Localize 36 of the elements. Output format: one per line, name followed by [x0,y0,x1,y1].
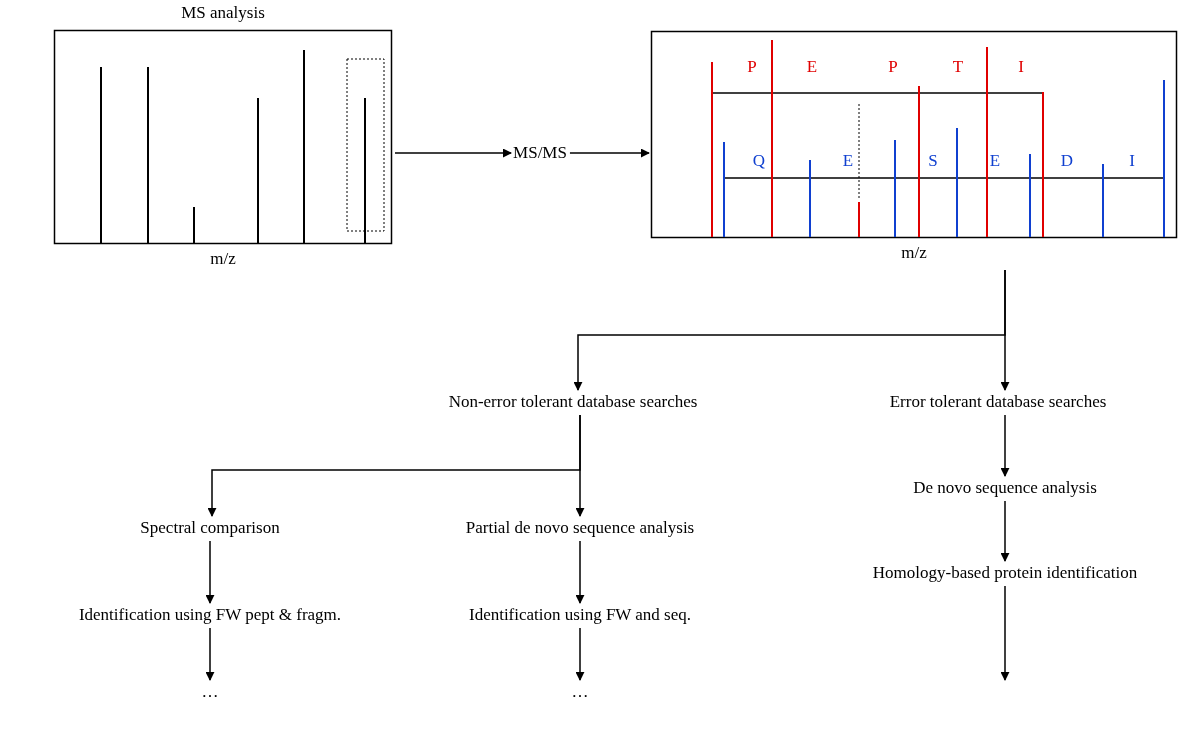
step-label: … [571,682,589,702]
amino-acid-letter: Q [752,151,766,171]
arrow [205,627,215,681]
amino-acid-letter: E [842,151,854,171]
step-label: Identification using FW and seq. [468,605,692,625]
step-label: Spectral comparison [140,518,280,538]
step-label: Partial de novo sequence analysis [465,518,695,538]
arrow [205,540,215,604]
amino-acid-letter: S [928,151,938,171]
step-label: Non-error tolerant database searches [448,392,698,412]
arrow [1000,269,1010,391]
amino-acid-letter: I [1018,57,1024,77]
arrow [1000,585,1010,681]
arrow [1000,414,1010,477]
step-label: De novo sequence analysis [913,478,1097,498]
arrow [575,540,585,604]
step-label: Error tolerant database searches [889,392,1107,412]
arrow [569,148,650,158]
amino-acid-letter: I [1129,151,1135,171]
axis-label: m/z [901,243,927,263]
amino-acid-letter: T [952,57,964,77]
amino-acid-letter: P [747,57,757,77]
amino-acid-letter: E [989,151,1001,171]
step-label: … [201,682,219,702]
amino-acid-letter: P [888,57,898,77]
step-label: Homology-based protein identification [872,563,1138,583]
arrow [575,627,585,681]
amino-acid-letter: D [1060,151,1074,171]
amino-acid-letter: E [806,57,818,77]
step-label: MS/MS [513,143,567,163]
arrow [1000,500,1010,562]
step-label: Identification using FW pept & fragm. [78,605,342,625]
chart-title: MS analysis [181,3,265,23]
arrow [575,414,585,517]
arrow [394,148,512,158]
axis-label: m/z [210,249,236,269]
